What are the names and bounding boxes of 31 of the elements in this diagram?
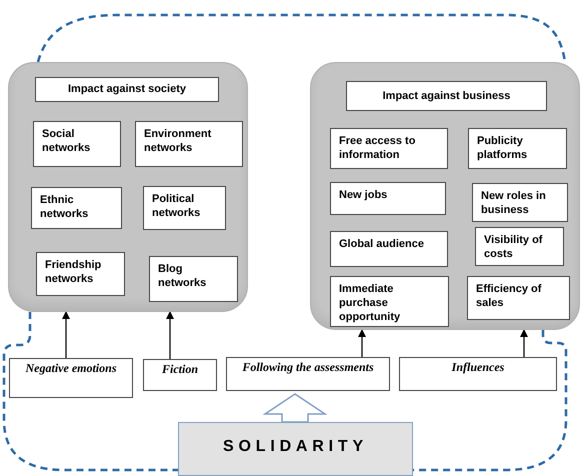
block-arrow	[262, 393, 328, 423]
factor-box: Negative emotions	[9, 358, 133, 398]
topic-box: New jobs	[330, 182, 446, 215]
factor-box: Following the assessments	[226, 357, 390, 391]
topic-box: Blog networks	[149, 256, 238, 302]
topic-box: Free access to information	[330, 128, 448, 169]
arrow	[520, 329, 528, 357]
group-panel	[8, 62, 248, 312]
topic-box: Friendship networks	[36, 252, 125, 296]
topic-box: Social networks	[33, 121, 121, 167]
topic-box: Global audience	[330, 231, 448, 267]
topic-box: Immediate purchase opportunity	[330, 276, 449, 327]
factor-box: Fiction	[143, 359, 217, 391]
group-panel	[310, 62, 580, 330]
arrow	[166, 311, 174, 359]
topic-box: Visibility of costs	[475, 227, 564, 266]
factor-box: Influences	[399, 357, 557, 391]
topic-box: Political networks	[143, 186, 226, 230]
topic-box: Efficiency of sales	[467, 276, 570, 320]
heading-box: Impact against business	[346, 81, 547, 111]
solidarity-box: SOLIDARITY	[178, 422, 413, 476]
dashed-connector	[413, 330, 568, 472]
topic-box: Publicity platforms	[468, 128, 567, 169]
topic-box: New roles in business	[472, 183, 568, 222]
arrow	[62, 311, 70, 358]
dashed-connector	[2, 312, 178, 472]
arrow	[358, 329, 366, 357]
topic-box: Environment networks	[135, 121, 243, 167]
dashed-connector	[36, 14, 566, 62]
heading-box: Impact against society	[35, 77, 219, 102]
topic-box: Ethnic networks	[31, 187, 122, 229]
